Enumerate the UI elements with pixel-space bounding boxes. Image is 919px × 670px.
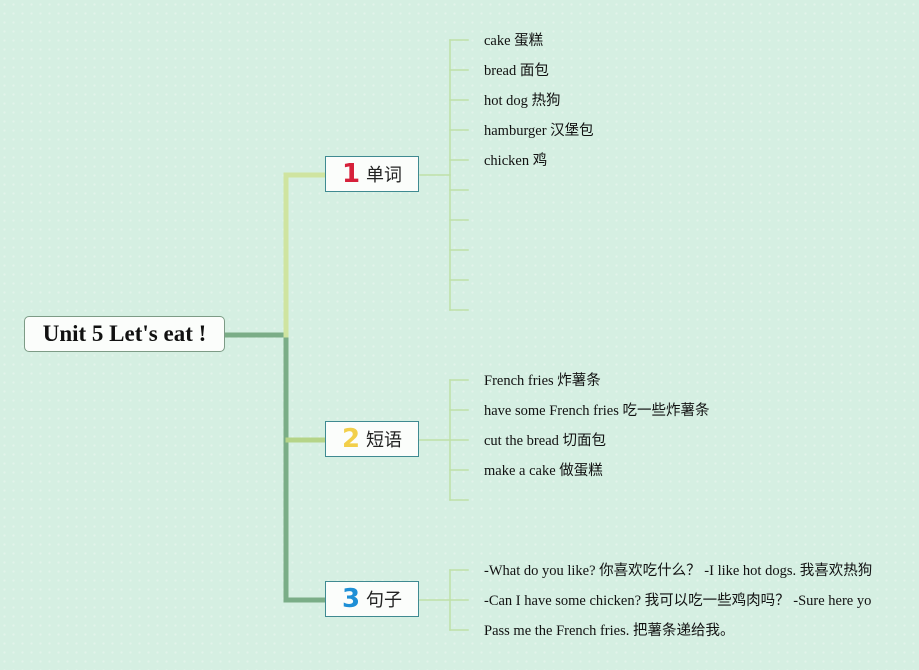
branch-label-phrases: 短语 <box>366 430 403 451</box>
branch-phrases[interactable]: 2 短语 <box>325 421 419 457</box>
branch-label-vocabulary: 单词 <box>366 165 403 186</box>
leaf-item[interactable]: cut the bread 切面包 <box>484 433 607 449</box>
leaf-item[interactable]: -Can I have some chicken? 我可以吃一些鸡肉吗？ -Su… <box>484 593 872 609</box>
branch-vocabulary[interactable]: 1 单词 <box>325 156 419 192</box>
branch-label-sentences: 句子 <box>366 590 403 611</box>
leaf-item[interactable]: French fries 炸薯条 <box>484 373 601 389</box>
leaf-item[interactable]: hot dog 热狗 <box>484 93 561 109</box>
leaf-item[interactable]: cake 蛋糕 <box>484 33 544 49</box>
leaf-item[interactable]: bread 面包 <box>484 63 549 79</box>
leaf-item[interactable]: hamburger 汉堡包 <box>484 123 594 139</box>
root-title: Unit 5 Let's eat ! <box>42 321 207 346</box>
leaf-item[interactable]: -What do you like? 你喜欢吃什么？ -I like hot d… <box>484 563 873 579</box>
leaf-item[interactable]: have some French fries 吃一些炸薯条 <box>484 403 710 419</box>
branch-number-2: 2 <box>341 423 361 454</box>
leaf-item[interactable]: chicken 鸡 <box>484 153 548 169</box>
branch-number-3: 3 <box>341 583 361 614</box>
branch-number-1: 1 <box>341 158 361 189</box>
leaf-item[interactable]: make a cake 做蛋糕 <box>484 463 603 479</box>
leaf-item[interactable]: Pass me the French fries. 把薯条递给我。 <box>484 623 735 639</box>
root-topic[interactable]: Unit 5 Let's eat ! <box>24 316 225 352</box>
branch-sentences[interactable]: 3 句子 <box>325 581 419 617</box>
